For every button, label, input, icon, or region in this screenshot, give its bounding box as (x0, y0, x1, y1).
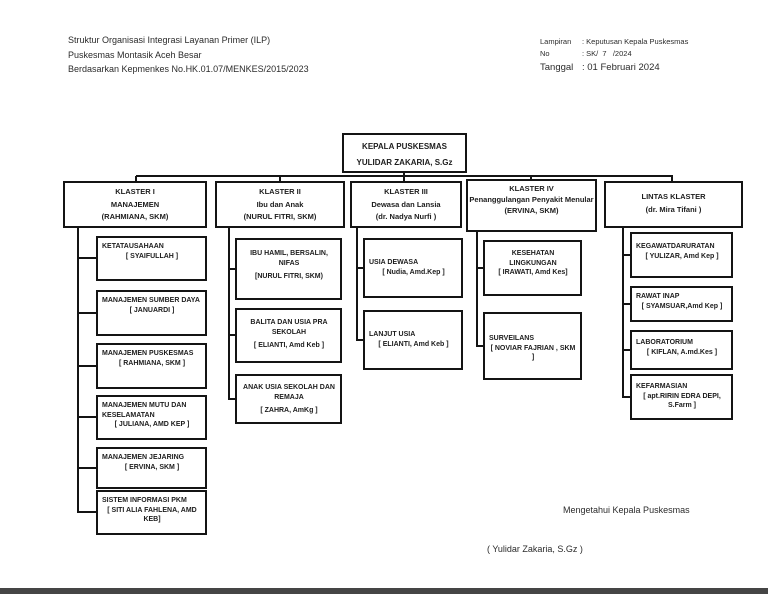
node-title: SISTEM INFORMASI PKM (102, 497, 187, 504)
cluster-header-klaster-i: KLASTER I MANAJEMEN (RAHMIANA, SKM) (63, 181, 207, 228)
node-title: USIA DEWASA (369, 259, 419, 266)
header-line: (NURUL FITRI, SKM) (243, 212, 317, 221)
header-line: KLASTER III (384, 187, 428, 196)
node-name: [ ELIANTI, Amd Keb ] (253, 342, 325, 349)
annex-block: Lampiran : Keputusan Kepala Puskesmas No… (540, 36, 688, 75)
node-name: [ ELIANTI, Amd Keb ] (378, 340, 449, 348)
org-node-balita-pra-sekolah: BALITA DAN USIA PRA SEKOLAH [ ELIANTI, A… (235, 308, 342, 363)
annex-lampiran-row: Lampiran : Keputusan Kepala Puskesmas (540, 36, 688, 48)
org-node-laboratorium: LABORATORIUM [ KIFLAN, A.md.Kes ] (630, 330, 733, 370)
root-name: YULIDAR ZAKARIA, S.Gz (356, 158, 453, 167)
annex-no-row: No : SK/ 7 /2024 (540, 48, 688, 60)
node-title: KEFARMASIAN (636, 383, 688, 390)
node-title: SURVEILANS (489, 335, 534, 342)
node-title: BALITA DAN USIA PRA SEKOLAH (250, 319, 328, 336)
org-node-manajemen-mutu: MANAJEMEN MUTU DAN KESELAMATAN [ JULIANA… (96, 395, 207, 440)
node-name: [ SYAMSUAR,Amd Kep ] (641, 302, 723, 310)
header-line: KLASTER I (115, 187, 155, 196)
node-name: [ ERVINA, SKM ] (124, 463, 180, 471)
node-title: MANAJEMEN JEJARING (102, 454, 185, 461)
node-title: MANAJEMEN PUSKESMAS (102, 350, 194, 357)
org-node-kepala-puskesmas: KEPALA PUSKESMAS YULIDAR ZAKARIA, S.Gz (342, 133, 467, 173)
doc-title-line-2: Puskesmas Montasik Aceh Besar (68, 49, 202, 60)
document-header: Struktur Organisasi Integrasi Layanan Pr… (68, 33, 309, 77)
org-node-kesehatan-lingkungan: KESEHATAN LINGKUNGAN [ IRAWATI, Amd Kes] (483, 240, 582, 296)
node-name: [ RAHMIANA, SKM ] (118, 359, 186, 367)
org-node-lanjut-usia: LANJUT USIA [ ELIANTI, Amd Keb ] (363, 310, 463, 370)
annex-no-label: No (540, 49, 550, 58)
node-name: [ YULIZAR, Amd Kep ] (645, 252, 719, 260)
node-title: KEGAWATDARURATAN (636, 243, 715, 250)
node-name: [ ZAHRA, AmKg ] (260, 407, 318, 414)
annex-lampiran-label: Lampiran (540, 37, 572, 46)
header-line: KLASTER IV (509, 184, 554, 193)
node-name: [ JULIANA, AMD KEP ] (114, 421, 190, 428)
annex-tanggal-value: : 01 Februari 2024 (582, 62, 660, 73)
annex-lampiran-value: : Keputusan Kepala Puskesmas (582, 37, 689, 46)
signature-name: ( Yulidar Zakaria, S.Gz ) (487, 544, 583, 554)
header-line: KLASTER II (259, 187, 301, 196)
node-title: MANAJEMEN MUTU DAN KESELAMATAN (102, 402, 187, 419)
org-node-manajemen-puskesmas: MANAJEMEN PUSKESMAS [ RAHMIANA, SKM ] (96, 343, 207, 389)
cluster-header-lintas-klaster: LINTAS KLASTER (dr. Mira Tifani ) (604, 181, 743, 228)
header-line: LINTAS KLASTER (641, 192, 706, 201)
header-line: Penanggulangan Penyakit Menular (469, 195, 594, 204)
node-name: [ KIFLAN, A.md.Kes ] (646, 348, 718, 356)
node-name: [ Nudia, Amd.Kep ] (382, 268, 445, 276)
org-node-anak-usia-sekolah: ANAK USIA SEKOLAH DAN REMAJA [ ZAHRA, Am… (235, 374, 342, 424)
org-node-kegawatdaruratan: KEGAWATDARURATAN [ YULIZAR, Amd Kep ] (630, 232, 733, 278)
org-node-surveilans: SURVEILANS [ NOVIAR FAJRIAN , SKM ] (483, 312, 582, 380)
node-name: [ NOVIAR FAJRIAN , SKM ] (490, 344, 576, 362)
node-name: [ JANUARDI ] (129, 306, 175, 314)
node-title: IBU HAMIL, BERSALIN, NIFAS (250, 250, 328, 267)
org-node-usia-dewasa: USIA DEWASA [ Nudia, Amd.Kep ] (363, 238, 463, 298)
cluster-header-klaster-ii: KLASTER II Ibu dan Anak (NURUL FITRI, SK… (215, 181, 345, 228)
node-name: [NURUL FITRI, SKM) (255, 273, 323, 280)
node-name: [ SYAIFULLAH ] (125, 252, 179, 260)
node-title: LABORATORIUM (636, 339, 693, 346)
annex-tanggal-row: Tanggal : 01 Februari 2024 (540, 61, 688, 75)
node-name: [ SITI ALIA FAHLENA, AMD KEB] (107, 506, 197, 524)
root-title: KEPALA PUSKESMAS (362, 142, 447, 151)
node-title: RAWAT INAP (636, 293, 680, 300)
header-line: Dewasa dan Lansia (371, 199, 441, 209)
annex-tanggal-label: Tanggal (540, 62, 574, 73)
header-line: MANAJEMEN (110, 199, 160, 209)
header-line: Ibu dan Anak (256, 199, 304, 209)
org-node-manajemen-sumber-daya: MANAJEMEN SUMBER DAYA [ JANUARDI ] (96, 290, 207, 336)
org-node-kefarmasian: KEFARMASIAN [ apt.RIRIN EDRA DEPI, S.Far… (630, 374, 733, 420)
acknowledgement-text: Mengetahui Kepala Puskesmas (563, 505, 690, 515)
annex-no-value: : SK/ 7 /2024 (582, 49, 632, 58)
node-name: [ apt.RIRIN EDRA DEPI, S.Farm ] (643, 392, 721, 410)
header-line: (dr. Mira Tifani ) (645, 204, 702, 214)
header-line: (ERVINA, SKM) (504, 206, 559, 215)
cluster-header-klaster-iii: KLASTER III Dewasa dan Lansia (dr. Nadya… (350, 181, 462, 228)
node-title: KETATAUSAHAAN (102, 243, 164, 250)
page-edge-bar (0, 588, 768, 594)
org-node-ibu-hamil: IBU HAMIL, BERSALIN, NIFAS [NURUL FITRI,… (235, 238, 342, 300)
doc-title-line-1: Struktur Organisasi Integrasi Layanan Pr… (68, 35, 271, 45)
doc-title-line-3: Berdasarkan Kepmenkes No.HK.01.07/MENKES… (68, 64, 309, 74)
header-line: (RAHMIANA, SKM) (101, 212, 169, 221)
cluster-header-klaster-iv: KLASTER IV Penanggulangan Penyakit Menul… (466, 179, 597, 232)
node-title: ANAK USIA SEKOLAH DAN REMAJA (243, 384, 335, 401)
org-node-sistem-informasi-pkm: SISTEM INFORMASI PKM [ SITI ALIA FAHLENA… (96, 490, 207, 535)
org-node-ketatausahaan: KETATAUSAHAAN [ SYAIFULLAH ] (96, 236, 207, 281)
node-name: [ IRAWATI, Amd Kes] (498, 269, 568, 276)
node-title: MANAJEMEN SUMBER DAYA (102, 297, 200, 304)
org-node-manajemen-jejaring: MANAJEMEN JEJARING [ ERVINA, SKM ] (96, 447, 207, 489)
header-line: (dr. Nadya Nurfi ) (375, 212, 437, 221)
node-title: KESEHATAN LINGKUNGAN (509, 250, 557, 267)
org-node-rawat-inap: RAWAT INAP [ SYAMSUAR,Amd Kep ] (630, 286, 733, 322)
node-title: LANJUT USIA (369, 331, 416, 338)
